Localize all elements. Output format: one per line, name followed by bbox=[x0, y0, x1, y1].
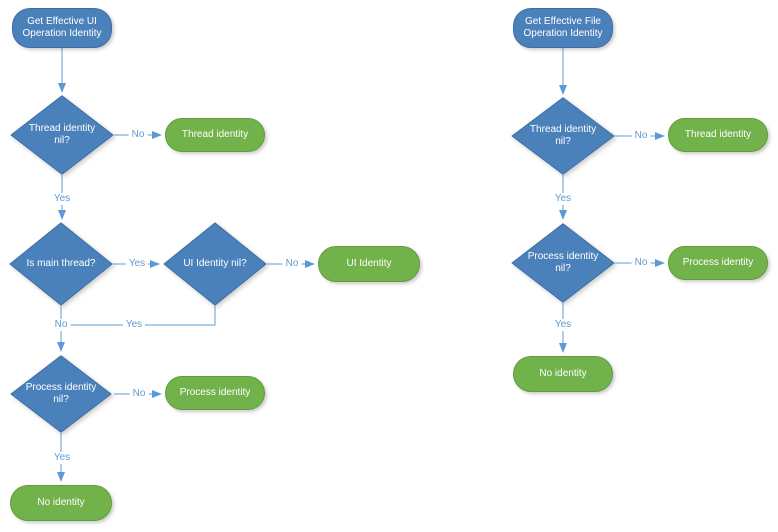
result-label: Process identity bbox=[179, 386, 251, 398]
result-label: Thread identity bbox=[181, 128, 249, 140]
start-node-label: Get Effective File Operation Identity bbox=[523, 15, 603, 40]
start-node-label: Get Effective UI Operation Identity bbox=[22, 15, 102, 40]
result-no-identity-right: No identity bbox=[513, 356, 613, 392]
result-label: No identity bbox=[539, 367, 587, 379]
result-label: Process identity bbox=[682, 256, 754, 268]
decision-thread-identity-right: Thread identity nil? bbox=[511, 97, 615, 175]
decision-process-identity-left: Process identity nil? bbox=[10, 355, 112, 433]
diamond-shape bbox=[511, 223, 615, 303]
edge-label-yes: Yes bbox=[125, 258, 149, 270]
edge-label-no: No bbox=[51, 319, 71, 331]
edge-label-no: No bbox=[128, 129, 148, 141]
result-label: UI Identity bbox=[346, 257, 392, 269]
start-node-ui-operation: Get Effective UI Operation Identity bbox=[12, 8, 112, 48]
decision-process-identity-right: Process identity nil? bbox=[511, 223, 615, 303]
diamond-shape bbox=[9, 222, 113, 306]
result-thread-identity-right: Thread identity bbox=[668, 118, 768, 152]
result-ui-identity: UI Identity bbox=[318, 246, 420, 282]
decision-label: Thread identity nil? bbox=[529, 123, 597, 148]
result-label: Thread identity bbox=[684, 128, 752, 140]
edge-label-yes: Yes bbox=[122, 319, 146, 331]
diamond-shape bbox=[10, 355, 112, 433]
decision-label: UI Identity nil? bbox=[183, 257, 247, 269]
result-process-identity-left: Process identity bbox=[165, 376, 265, 410]
edge-label-no: No bbox=[282, 258, 302, 270]
edge-label-yes: Yes bbox=[551, 193, 575, 205]
decision-label: Is main thread? bbox=[26, 257, 96, 269]
decision-is-main-thread: Is main thread? bbox=[9, 222, 113, 306]
decision-label: Process identity nil? bbox=[527, 250, 599, 275]
decision-label: Thread identity nil? bbox=[28, 122, 96, 147]
decision-thread-identity-left: Thread identity nil? bbox=[10, 95, 114, 175]
result-thread-identity-left: Thread identity bbox=[165, 118, 265, 152]
result-process-identity-right: Process identity bbox=[668, 246, 768, 280]
edge-label-yes: Yes bbox=[50, 193, 74, 205]
diamond-shape bbox=[163, 222, 267, 306]
result-no-identity-left: No identity bbox=[10, 485, 112, 521]
edge-label-yes: Yes bbox=[551, 319, 575, 331]
result-label: No identity bbox=[37, 496, 85, 508]
start-node-file-operation: Get Effective File Operation Identity bbox=[513, 8, 613, 48]
connector-left-ui-yes bbox=[61, 306, 216, 326]
edge-label-no: No bbox=[129, 388, 149, 400]
diamond-shape bbox=[10, 95, 114, 175]
decision-label: Process identity nil? bbox=[25, 381, 97, 406]
decision-ui-identity: UI Identity nil? bbox=[163, 222, 267, 306]
diamond-shape bbox=[511, 97, 615, 175]
edge-label-yes: Yes bbox=[50, 452, 74, 464]
edge-label-no: No bbox=[631, 130, 651, 142]
edge-label-no: No bbox=[631, 257, 651, 269]
